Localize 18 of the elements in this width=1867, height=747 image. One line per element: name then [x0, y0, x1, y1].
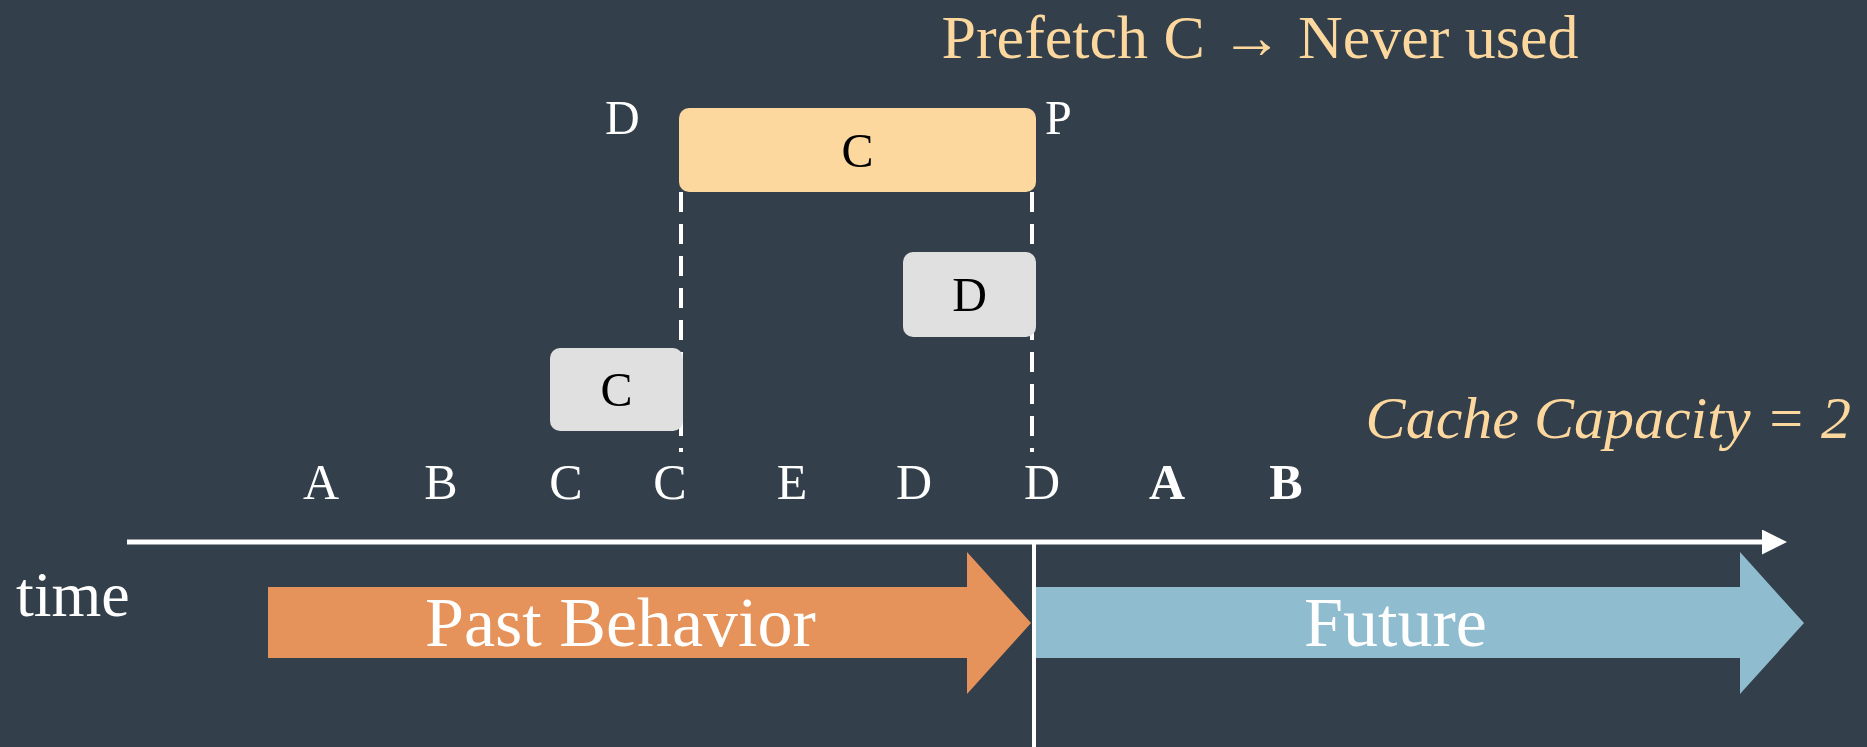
phase-label: Past Behavior: [425, 588, 816, 658]
block-marker: P: [1045, 94, 1072, 142]
access-letter: D: [1017, 452, 1067, 512]
access-letter: A: [296, 452, 346, 512]
block-marker: D: [605, 94, 640, 142]
phase-label: Future: [1304, 588, 1487, 658]
access-letter: E: [767, 452, 817, 512]
capacity-note: Cache Capacity = 2: [1365, 385, 1851, 451]
cache-block: C: [550, 348, 683, 431]
title: Prefetch C → Never used: [940, 2, 1580, 72]
cache-block: D: [903, 252, 1036, 337]
axis-label: time: [16, 560, 130, 631]
access-letter: A: [1142, 452, 1192, 512]
access-letter: B: [1261, 452, 1311, 512]
access-letter: D: [889, 452, 939, 512]
access-letter: B: [416, 452, 466, 512]
access-letter: C: [541, 452, 591, 512]
access-letter: C: [645, 452, 695, 512]
